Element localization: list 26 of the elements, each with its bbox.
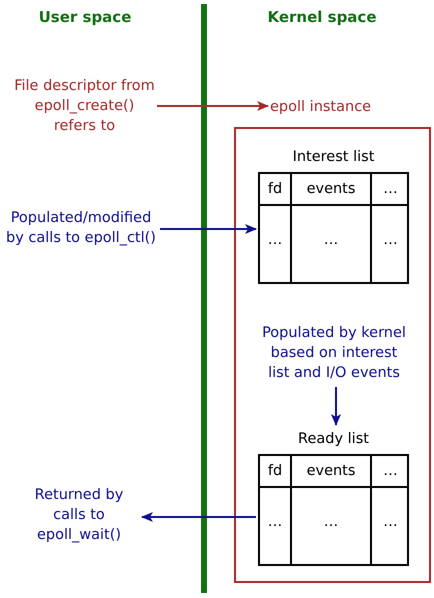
table-cell: … (372, 174, 409, 206)
column-heading: User space (38, 8, 132, 26)
arrow (160, 224, 257, 234)
table-cell: events (292, 456, 372, 488)
arrow (157, 101, 269, 111)
table-cell: events (292, 174, 372, 206)
note-text: File descriptor from epoll_create() refers to (14, 77, 155, 136)
table-cell: … (292, 488, 372, 564)
column-heading: Kernel space (266, 8, 378, 26)
table-title: Interest list (292, 148, 376, 167)
note-text: Populated by kernel based on interest list and I/O events (261, 324, 407, 383)
table-cell-text: … (382, 231, 399, 250)
table-cell: fd (260, 174, 292, 206)
table-cell: … (292, 206, 372, 282)
instance-label: epoll instance (270, 99, 372, 115)
table-title: Ready list (297, 430, 370, 449)
arrow (331, 387, 341, 426)
note-text: Returned by calls to epoll_wait() (34, 486, 124, 545)
table-cell-text: … (382, 513, 399, 532)
note-text: Populated/modified by calls to epoll_ctl() (5, 209, 157, 248)
arrow (141, 512, 256, 522)
table-cell: … (260, 488, 292, 564)
table-cell: … (260, 206, 292, 282)
table-cell: fd (260, 456, 292, 488)
table-cell: … (372, 456, 409, 488)
instance-box (234, 127, 431, 583)
